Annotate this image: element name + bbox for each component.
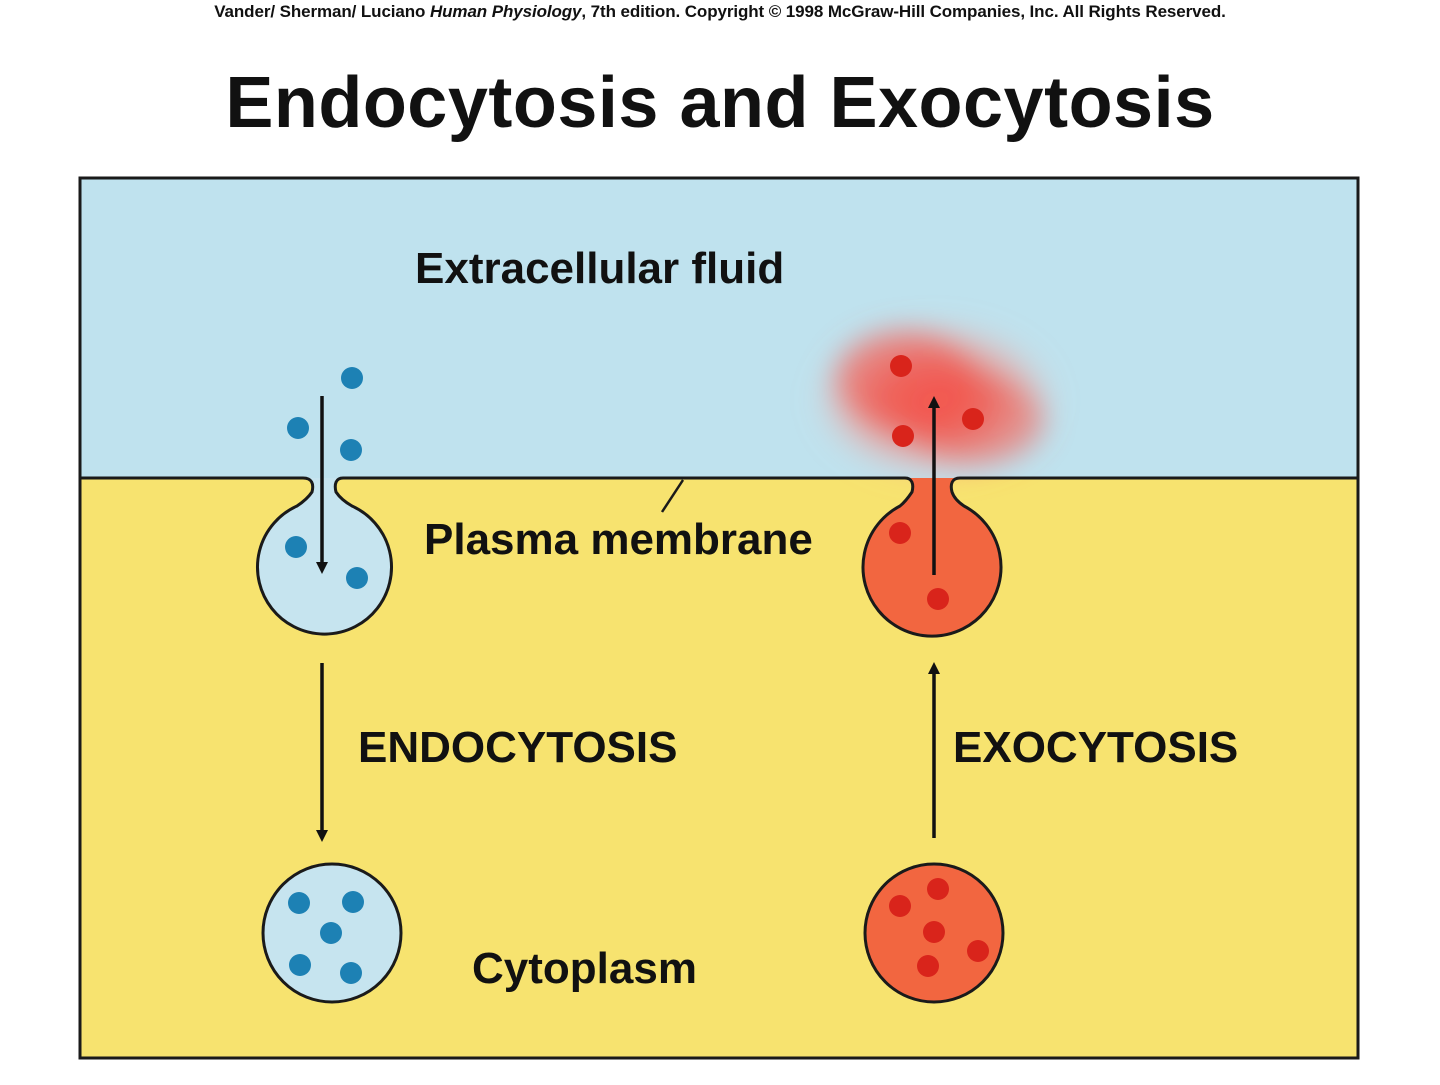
blue-particle bbox=[346, 567, 368, 589]
red-particle bbox=[889, 895, 911, 917]
red-particle bbox=[967, 940, 989, 962]
membrane-leader-line bbox=[660, 479, 685, 513]
exocytic-fusing-vesicle bbox=[861, 476, 1003, 638]
red-particle bbox=[917, 955, 939, 977]
red-particle bbox=[923, 921, 945, 943]
credit-book-title: Human Physiology bbox=[429, 2, 582, 21]
blue-particle bbox=[342, 891, 364, 913]
red-particle bbox=[962, 408, 984, 430]
credit-rest: , 7th edition. Copyright © 1998 McGraw-H… bbox=[581, 2, 1226, 21]
blue-particle bbox=[288, 892, 310, 914]
blue-particle bbox=[289, 954, 311, 976]
blue-particle bbox=[340, 439, 362, 461]
red-particle bbox=[927, 878, 949, 900]
extracellular-fluid-label: Extracellular fluid bbox=[415, 244, 784, 293]
page-title: Endocytosis and Exocytosis bbox=[225, 63, 1215, 143]
diagram-frame bbox=[78, 176, 1360, 1060]
plasma-membrane-label: Plasma membrane bbox=[424, 515, 813, 564]
blue-particle bbox=[287, 417, 309, 439]
exocytosis-label: EXOCYTOSIS bbox=[953, 723, 1238, 772]
red-particle bbox=[889, 522, 911, 544]
blue-particle bbox=[340, 962, 362, 984]
blue-particle bbox=[320, 922, 342, 944]
blue-particle bbox=[341, 367, 363, 389]
blue-particle bbox=[285, 536, 307, 558]
endocytic-pit bbox=[256, 476, 393, 636]
endocytosis-label: ENDOCYTOSIS bbox=[358, 723, 677, 772]
exocytic-particles bbox=[889, 355, 989, 977]
credit-authors: Vander/ Sherman/ Luciano bbox=[214, 2, 430, 21]
red-particle bbox=[892, 425, 914, 447]
extracellular-fluid-region bbox=[80, 178, 1358, 478]
red-particle bbox=[890, 355, 912, 377]
endocytic-particles bbox=[285, 367, 368, 984]
cytoplasm-label: Cytoplasm bbox=[472, 944, 697, 993]
red-particle bbox=[927, 588, 949, 610]
copyright-credit: Vander/ Sherman/ Luciano Human Physiolog… bbox=[0, 2, 1440, 22]
